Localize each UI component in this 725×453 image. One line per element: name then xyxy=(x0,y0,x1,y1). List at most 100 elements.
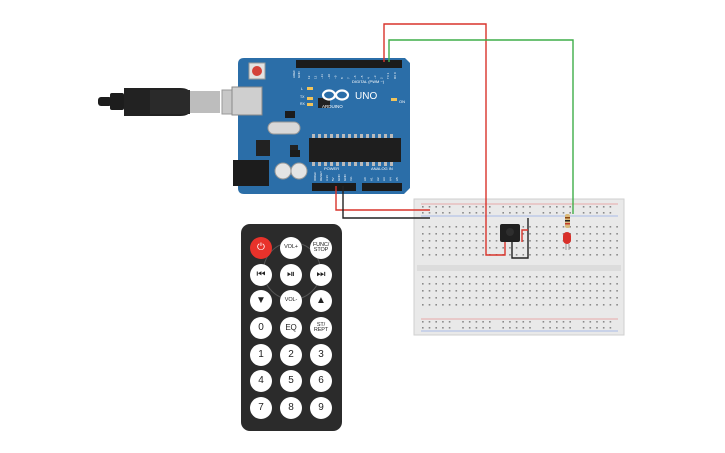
breadboard-hole[interactable] xyxy=(616,254,618,256)
breadboard-hole[interactable] xyxy=(448,226,451,228)
breadboard-hole[interactable] xyxy=(609,297,612,299)
breadboard-hole[interactable] xyxy=(542,321,545,323)
breadboard-hole[interactable] xyxy=(448,240,451,242)
breadboard-hole[interactable] xyxy=(502,212,504,214)
breadboard-hole[interactable] xyxy=(475,304,478,306)
breadboard-hole[interactable] xyxy=(468,297,471,299)
breadboard-hole[interactable] xyxy=(529,327,531,329)
breadboard-hole[interactable] xyxy=(475,247,478,249)
breadboard-hole[interactable] xyxy=(556,233,558,235)
breadboard-hole[interactable] xyxy=(582,247,585,249)
vol-down-button[interactable]: VOL- xyxy=(280,290,302,312)
breadboard-hole[interactable] xyxy=(609,233,612,235)
breadboard-hole[interactable] xyxy=(428,206,431,208)
breadboard-hole[interactable] xyxy=(562,226,565,228)
breadboard-hole[interactable] xyxy=(442,297,444,299)
breadboard-hole[interactable] xyxy=(582,283,585,285)
breadboard-hole[interactable] xyxy=(522,276,525,278)
breadboard-hole[interactable] xyxy=(596,240,598,242)
breadboard-hole[interactable] xyxy=(549,254,551,256)
breadboard-hole[interactable] xyxy=(589,212,592,214)
breadboard-hole[interactable] xyxy=(549,304,551,306)
breadboard-hole[interactable] xyxy=(495,297,498,299)
breadboard-hole[interactable] xyxy=(455,233,458,235)
breadboard-hole[interactable] xyxy=(462,327,464,329)
breadboard-hole[interactable] xyxy=(442,206,444,208)
breadboard-hole[interactable] xyxy=(462,290,464,292)
breadboard-hole[interactable] xyxy=(589,321,592,323)
breadboard-hole[interactable] xyxy=(556,206,558,208)
breadboard-hole[interactable] xyxy=(435,304,437,306)
breadboard-hole[interactable] xyxy=(515,290,518,292)
breadboard-hole[interactable] xyxy=(589,233,592,235)
breadboard-hole[interactable] xyxy=(448,304,451,306)
breadboard-hole[interactable] xyxy=(522,212,525,214)
breadboard-hole[interactable] xyxy=(549,212,551,214)
breadboard-hole[interactable] xyxy=(442,290,444,292)
breadboard-hole[interactable] xyxy=(562,321,565,323)
breadboard-hole[interactable] xyxy=(542,304,545,306)
breadboard-hole[interactable] xyxy=(602,206,605,208)
breadboard-hole[interactable] xyxy=(462,321,464,323)
breadboard-hole[interactable] xyxy=(602,233,605,235)
breadboard-hole[interactable] xyxy=(562,327,565,329)
breadboard-hole[interactable] xyxy=(435,321,437,323)
breadboard-hole[interactable] xyxy=(462,206,464,208)
breadboard-hole[interactable] xyxy=(616,283,618,285)
breadboard-hole[interactable] xyxy=(515,283,518,285)
breadboard-hole[interactable] xyxy=(509,247,511,249)
digit-0-button[interactable]: 0 xyxy=(250,317,272,339)
power-button[interactable]: ⏻ xyxy=(250,237,272,259)
digit-1-button[interactable]: 1 xyxy=(250,344,272,366)
breadboard-hole[interactable] xyxy=(576,247,578,249)
breadboard-hole[interactable] xyxy=(522,321,525,323)
breadboard-hole[interactable] xyxy=(435,212,437,214)
breadboard-hole[interactable] xyxy=(515,254,518,256)
breadboard-hole[interactable] xyxy=(562,206,565,208)
breadboard-hole[interactable] xyxy=(509,327,511,329)
breadboard-hole[interactable] xyxy=(428,290,431,292)
breadboard-hole[interactable] xyxy=(582,327,585,329)
breadboard-hole[interactable] xyxy=(616,297,618,299)
breadboard-hole[interactable] xyxy=(455,254,458,256)
breadboard-hole[interactable] xyxy=(422,247,424,249)
breadboard-hole[interactable] xyxy=(556,276,558,278)
breadboard-hole[interactable] xyxy=(576,276,578,278)
breadboard-hole[interactable] xyxy=(509,283,511,285)
breadboard-hole[interactable] xyxy=(428,233,431,235)
breadboard-hole[interactable] xyxy=(569,290,571,292)
down-button[interactable]: ▼ xyxy=(250,290,272,312)
breadboard-hole[interactable] xyxy=(529,226,531,228)
breadboard-hole[interactable] xyxy=(489,327,491,329)
breadboard-hole[interactable] xyxy=(509,206,511,208)
breadboard-hole[interactable] xyxy=(495,290,498,292)
breadboard-hole[interactable] xyxy=(435,206,437,208)
breadboard-hole[interactable] xyxy=(482,276,484,278)
breadboard-hole[interactable] xyxy=(535,283,538,285)
breadboard-hole[interactable] xyxy=(596,226,598,228)
breadboard-hole[interactable] xyxy=(529,304,531,306)
breadboard-hole[interactable] xyxy=(602,276,605,278)
breadboard-hole[interactable] xyxy=(596,297,598,299)
breadboard-hole[interactable] xyxy=(576,240,578,242)
breadboard-hole[interactable] xyxy=(515,297,518,299)
breadboard-hole[interactable] xyxy=(475,206,478,208)
breadboard-hole[interactable] xyxy=(475,212,478,214)
breadboard-hole[interactable] xyxy=(569,304,571,306)
breadboard-hole[interactable] xyxy=(596,254,598,256)
breadboard-hole[interactable] xyxy=(462,297,464,299)
breadboard-hole[interactable] xyxy=(468,206,471,208)
breadboard-hole[interactable] xyxy=(475,240,478,242)
breadboard-hole[interactable] xyxy=(462,304,464,306)
breadboard-hole[interactable] xyxy=(489,321,491,323)
digit-4-button[interactable]: 4 xyxy=(250,370,272,392)
breadboard-hole[interactable] xyxy=(455,290,458,292)
breadboard-hole[interactable] xyxy=(455,226,458,228)
breadboard-hole[interactable] xyxy=(442,304,444,306)
breadboard-hole[interactable] xyxy=(529,233,531,235)
breadboard-hole[interactable] xyxy=(596,321,598,323)
breadboard-hole[interactable] xyxy=(556,321,558,323)
breadboard-hole[interactable] xyxy=(569,283,571,285)
breadboard-hole[interactable] xyxy=(428,254,431,256)
breadboard-hole[interactable] xyxy=(582,321,585,323)
